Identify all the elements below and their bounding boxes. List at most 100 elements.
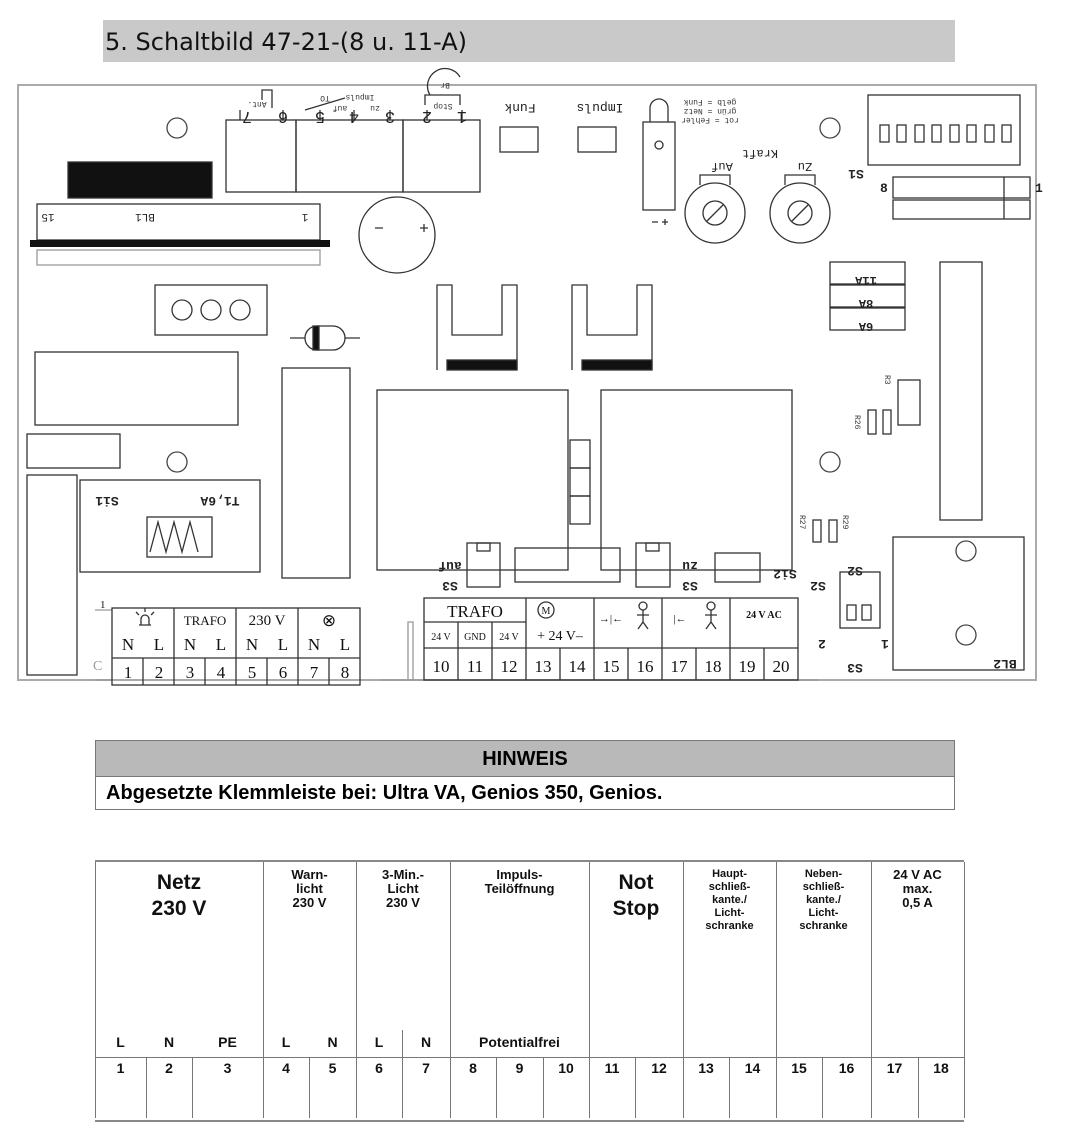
terminal-sub-label: N — [246, 635, 258, 654]
c-label: C — [93, 659, 102, 674]
table-terminal-number: 5 — [328, 1060, 337, 1076]
si2-label: Si2 — [773, 566, 797, 581]
table-sub-label: PE — [218, 1034, 237, 1050]
terminal-number: 5 — [248, 663, 257, 682]
s2-number: 2 — [818, 636, 826, 651]
s1-label: S1 — [848, 166, 864, 181]
table-divider — [964, 862, 965, 1118]
table-terminal-number: 8 — [469, 1060, 477, 1076]
terminal-sub-label: L — [154, 635, 164, 654]
table-terminal-number: 16 — [838, 1060, 855, 1076]
circuit-board-diagram: 7 6 5 4 3 2 1 Ant. Impuls TO auf zu Stop… — [17, 67, 1043, 686]
table-group-header: Netz 230 V — [151, 871, 207, 920]
table-terminal-number: 3 — [223, 1060, 232, 1076]
left-terminal-block — [95, 607, 361, 686]
table-sub-label: N — [420, 1034, 432, 1050]
terminal-number: 15 — [603, 657, 620, 676]
led-legend: grün = Netz — [683, 106, 736, 115]
terminal-number: 2 — [422, 106, 432, 125]
hinweis-header: HINWEIS — [96, 741, 954, 777]
page-title: 5. Schaltbild 47-21-(8 u. 11-A) — [103, 20, 955, 62]
table-sub-label: L — [116, 1034, 125, 1050]
terminal-number: 1 — [124, 663, 133, 682]
potentialfrei-label: Potentialfrei — [479, 1034, 560, 1050]
table-terminal-number: 10 — [558, 1060, 574, 1076]
s1-number: 1 — [1035, 181, 1043, 196]
table-terminal-number: 17 — [886, 1060, 903, 1076]
ic-chip — [939, 261, 983, 521]
right-terminal-block — [380, 597, 818, 681]
hinweis-body: Abgesetzte Klemmleiste bei: Ultra VA, Ge… — [106, 782, 663, 804]
table-terminal-number: 12 — [651, 1060, 667, 1076]
table-group-header: 24 V AC max. 0,5 A — [893, 867, 942, 910]
table-sub-label: L — [374, 1034, 384, 1050]
table-divider — [543, 1057, 544, 1118]
bl1-label: BL1 — [135, 210, 155, 222]
current-jumpers — [829, 261, 906, 331]
table-divider — [871, 862, 872, 1118]
terminal-number: 3 — [186, 663, 195, 682]
motor-icon: M — [542, 606, 551, 617]
trafo-label: TRAFO — [447, 602, 503, 621]
table-group-header: Impuls- Teilöffnung — [484, 867, 555, 896]
terminal-number: 20 — [773, 657, 790, 676]
table-divider — [263, 862, 264, 1118]
s2-label-top: S2 — [847, 563, 863, 578]
status-led — [642, 98, 676, 225]
capacitor — [358, 196, 436, 274]
hinweis-box: HINWEIS Abgesetzte Klemmleiste bei: Ultr… — [95, 740, 955, 810]
kraft-label: Kraft — [742, 146, 778, 160]
table-divider — [776, 862, 777, 1118]
table-terminal-number: 9 — [515, 1060, 524, 1076]
main-edge-icon: →|← — [599, 613, 623, 625]
table-divider — [95, 862, 96, 1118]
to-label: TO — [320, 93, 330, 102]
stop-label: Stop — [433, 101, 452, 110]
table-terminal-number: 18 — [933, 1060, 949, 1076]
led-legend: rot = Fehler — [681, 115, 739, 124]
table-sub-label: L — [281, 1034, 291, 1050]
terminal-number: 2 — [155, 663, 164, 682]
terminal-number: 13 — [535, 657, 552, 676]
ant-label: Ant. — [247, 99, 266, 108]
table-terminal-number: 4 — [282, 1060, 290, 1076]
table-terminal-number: 11 — [604, 1060, 620, 1076]
s2-label: S2 — [810, 578, 826, 593]
terminal-number: 4 — [217, 663, 226, 682]
br-label: Br — [440, 80, 450, 89]
terminal-sub-label: L — [278, 635, 288, 654]
terminal-number: 6 — [279, 663, 288, 682]
table-terminal-number: 6 — [375, 1060, 383, 1076]
s3-label-right: S3 — [847, 660, 863, 675]
table-divider — [192, 1057, 193, 1118]
terminal-number: 10 — [433, 657, 450, 676]
table-group-header: Warn- licht 230 V — [291, 867, 328, 910]
table-divider — [589, 862, 590, 1118]
table-group-header: Neben- schließ- kante./ Licht- schranke — [799, 868, 848, 932]
terminal-sub-label: L — [340, 635, 350, 654]
table-divider — [146, 1057, 147, 1118]
terminal-sub-label: N — [122, 635, 134, 654]
relays — [376, 284, 793, 571]
person-icon — [637, 601, 717, 630]
table-divider — [918, 1057, 919, 1118]
motor-voltage-label: + 24 V– — [537, 629, 584, 644]
table-divider — [309, 1057, 310, 1118]
funk-label: Funk — [504, 100, 535, 115]
bl2-connector — [892, 536, 1025, 671]
terminal-number: 11 — [467, 657, 483, 676]
table-divider — [450, 862, 451, 1118]
terminal-number: 6 — [278, 106, 288, 125]
terminal-number: 4 — [349, 106, 359, 125]
impuls-label: Impuls — [577, 100, 624, 115]
auf-label: Auf — [711, 159, 733, 173]
auf-switch-label: auf — [438, 558, 462, 573]
terminal-sub-label: N — [184, 635, 196, 654]
trafo-label: TRAFO — [184, 613, 227, 628]
s2-switch — [839, 571, 881, 629]
bl2-label: BL2 — [993, 656, 1017, 671]
resistor-label: R26 — [852, 415, 861, 430]
bl1-number: 1 — [301, 210, 308, 222]
table-sub-label: N — [163, 1034, 175, 1050]
terminal-number: 14 — [569, 657, 587, 676]
